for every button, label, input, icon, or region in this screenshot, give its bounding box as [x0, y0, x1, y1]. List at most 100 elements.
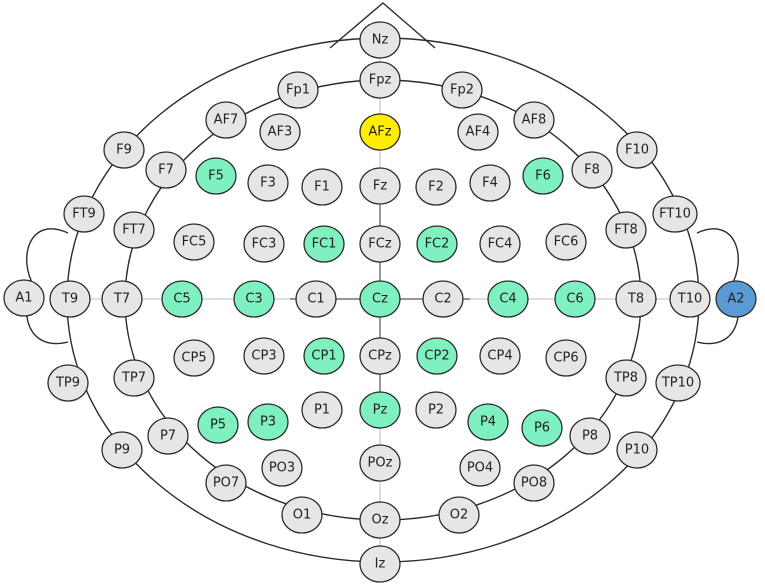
electrode-marker [655, 364, 701, 402]
electrode-marker [545, 223, 587, 261]
electrode-label: AF7 [214, 113, 239, 128]
electrode-f5: F5 [195, 157, 237, 195]
electrode-c6: C6 [554, 280, 596, 318]
electrode-marker [3, 279, 45, 317]
electrode-marker [233, 280, 275, 318]
electrode-marker [359, 501, 401, 539]
electrode-marker [359, 225, 401, 263]
electrode-tp9: TP9 [47, 364, 89, 402]
electrode-af3: AF3 [259, 113, 301, 151]
electrode-marker [359, 337, 401, 375]
electrode-marker [247, 403, 289, 441]
electrode-label: TP9 [55, 376, 80, 391]
electrode-marker [422, 280, 464, 318]
electrode-fc3: FC3 [243, 225, 285, 263]
electrode-label: F5 [208, 169, 224, 184]
electrode-marker [652, 195, 698, 233]
electrode-label: C4 [499, 292, 516, 307]
electrode-marker [359, 113, 401, 151]
electrode-marker [415, 168, 457, 206]
electrode-label: P8 [582, 429, 598, 444]
electrode-marker [101, 280, 143, 318]
electrode-iz: Iz [359, 545, 401, 583]
electrode-f8: F8 [571, 151, 613, 189]
electrode-t10: T10 [669, 280, 711, 318]
electrode-af4: AF4 [457, 113, 499, 151]
electrode-marker [522, 157, 564, 195]
electrode-label: FC4 [488, 237, 513, 252]
electrode-fz: Fz [359, 167, 401, 205]
electrode-marker [438, 496, 480, 534]
electrode-label: FT9 [72, 207, 95, 222]
electrode-label: FT7 [122, 223, 145, 238]
electrode-ft7: FT7 [113, 211, 155, 249]
electrode-label: P1 [314, 403, 330, 418]
electrode-marker [457, 113, 499, 151]
electrode-label: AFz [368, 125, 391, 140]
electrode-label: TP7 [121, 371, 146, 386]
electrode-marker [616, 431, 658, 469]
electrode-label: AF3 [268, 125, 293, 140]
electrode-label: CPz [368, 349, 392, 364]
electrode-po3: PO3 [261, 449, 303, 487]
nose-outline [329, 2, 436, 49]
electrode-tp8: TP8 [605, 359, 647, 397]
electrode-marker [49, 280, 91, 318]
electrode-label: FT10 [659, 207, 691, 222]
electrode-label: Nz [372, 33, 389, 48]
electrode-marker [303, 337, 345, 375]
electrode-p5: P5 [197, 406, 239, 444]
electrode-pz: Pz [359, 391, 401, 429]
electrode-label: FC6 [554, 235, 579, 250]
electrode-cp5: CP5 [173, 339, 215, 377]
electrode-marker [113, 359, 155, 397]
electrode-marker [197, 406, 239, 444]
electrode-marker [487, 280, 529, 318]
electrode-marker [359, 167, 401, 205]
electrode-ft10: FT10 [652, 195, 698, 233]
electrode-marker [616, 131, 658, 169]
electrode-f7: F7 [145, 151, 187, 189]
electrode-oz: Oz [359, 501, 401, 539]
electrode-marker [359, 61, 401, 99]
electrode-marker [147, 417, 189, 455]
electrode-cz: Cz [359, 280, 401, 318]
electrode-marker [545, 339, 587, 377]
electrode-label: F6 [535, 169, 551, 184]
electrode-label: F7 [158, 163, 174, 178]
electrode-label: F8 [584, 163, 600, 178]
electrode-label: P4 [480, 415, 496, 430]
electrode-p6: P6 [521, 409, 563, 447]
electrode-marker [359, 21, 401, 59]
electrode-marker [63, 195, 105, 233]
electrode-label: PO3 [269, 461, 295, 476]
electrode-marker [479, 337, 521, 375]
electrode-label: O1 [293, 508, 312, 523]
electrode-f9: F9 [103, 131, 145, 169]
electrode-o1: O1 [281, 496, 323, 534]
electrode-marker [415, 391, 457, 429]
electrode-label: PO8 [521, 476, 547, 491]
electrode-fp1: Fp1 [277, 71, 319, 109]
electrode-marker [359, 444, 401, 482]
electrode-marker [113, 211, 155, 249]
electrode-c3: C3 [233, 280, 275, 318]
electrode-c4: C4 [487, 280, 529, 318]
electrode-label: Fp2 [450, 83, 474, 98]
electrode-t7: T7 [101, 280, 143, 318]
electrode-marker [247, 164, 289, 202]
electrode-fc6: FC6 [545, 223, 587, 261]
electrode-label: AF8 [522, 113, 547, 128]
electrode-label: F9 [116, 143, 132, 158]
electrode-label: F4 [482, 176, 498, 191]
electrode-fpz: Fpz [359, 61, 401, 99]
electrode-label: Fp1 [286, 83, 310, 98]
electrode-label: Fpz [369, 73, 392, 88]
electrode-marker [669, 280, 711, 318]
electrode-marker [571, 151, 613, 189]
electrode-af8: AF8 [513, 101, 555, 139]
electrode-label: P5 [210, 418, 226, 433]
electrode-label: CP4 [487, 349, 512, 364]
electrode-label: T8 [627, 292, 644, 307]
